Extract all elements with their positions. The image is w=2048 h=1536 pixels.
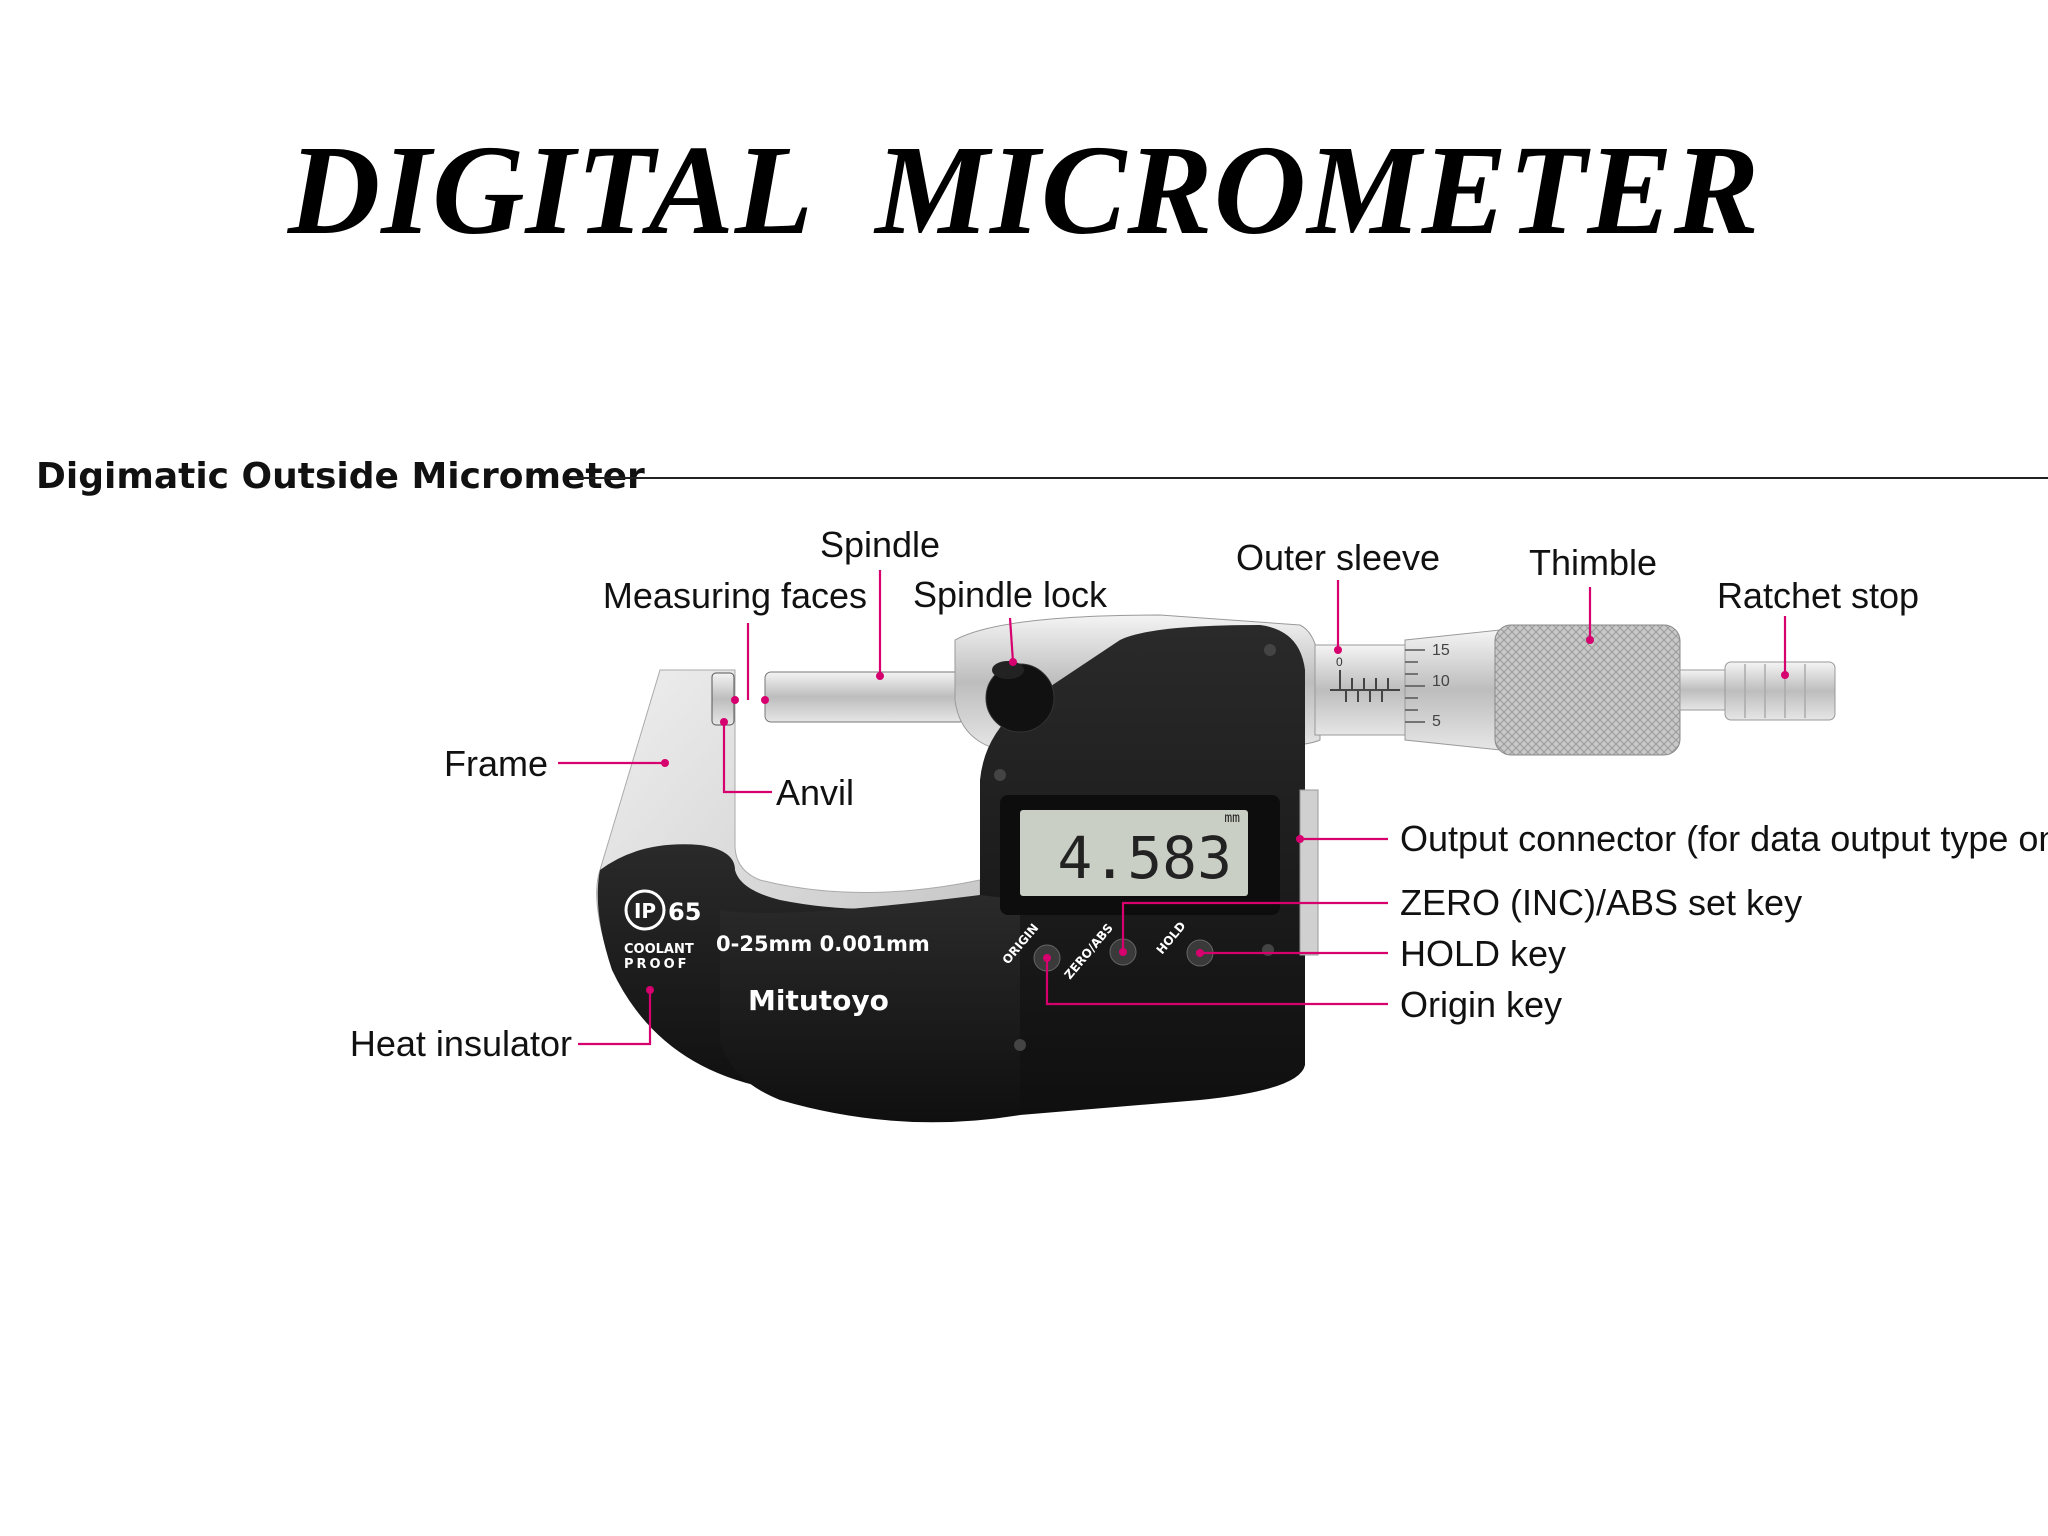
spindle-lock-knob [985, 663, 1055, 733]
ip-rating-number: 65 [668, 898, 701, 926]
thimble-scale [1404, 629, 1501, 751]
label-spindle: Spindle [820, 524, 940, 565]
thimble-label-10: 10 [1432, 673, 1450, 690]
label-origin-key: Origin key [1400, 984, 1562, 1025]
device-body-lower [720, 895, 1020, 1123]
thimble-knurl [1494, 624, 1681, 756]
label-frame: Frame [444, 743, 548, 784]
coolant-label: COOLANT [624, 942, 694, 957]
micrometer-diagram: Digimatic Outside Micrometer 4.583 mm OR… [36, 456, 2048, 1123]
label-output-connector: Output connector (for data output type o… [1400, 818, 2048, 859]
thimble-label-5: 5 [1432, 713, 1441, 730]
label-heat-insulator: Heat insulator [350, 1023, 572, 1064]
proof-label: PROOF [624, 957, 690, 972]
brand-logo: Mitutoyo [748, 984, 889, 1017]
ratchet-stop [1724, 661, 1836, 721]
lcd-screen [1020, 810, 1248, 896]
label-thimble: Thimble [1529, 542, 1657, 583]
output-connector-shape [1299, 789, 1319, 956]
label-outer-sleeve: Outer sleeve [1236, 537, 1440, 578]
ip-rating-icon [624, 889, 666, 931]
sleeve-zero-label: 0 [1336, 655, 1343, 669]
ip-rating-label: IP [634, 899, 656, 923]
sleeve-ticks [1339, 670, 1389, 702]
lcd-unit: mm [1224, 811, 1240, 826]
label-measuring-faces: Measuring faces [603, 575, 867, 616]
slide-title: DIGITAL MICROMETER [287, 119, 1761, 261]
label-ratchet-stop: Ratchet stop [1717, 575, 1919, 616]
diagram-heading: Digimatic Outside Micrometer [36, 456, 645, 497]
range-label: 0-25mm 0.001mm [716, 932, 930, 956]
label-spindle-lock: Spindle lock [913, 574, 1108, 615]
label-anvil: Anvil [776, 772, 854, 813]
lcd-readout: 4.583 [1057, 824, 1232, 892]
thimble-label-15: 15 [1432, 642, 1450, 659]
anvil-shape [711, 672, 735, 726]
label-hold-key: HOLD key [1400, 933, 1566, 974]
ratchet-shaft [1679, 669, 1731, 711]
label-zero-key: ZERO (INC)/ABS set key [1400, 882, 1802, 923]
spindle-shape [764, 671, 966, 723]
